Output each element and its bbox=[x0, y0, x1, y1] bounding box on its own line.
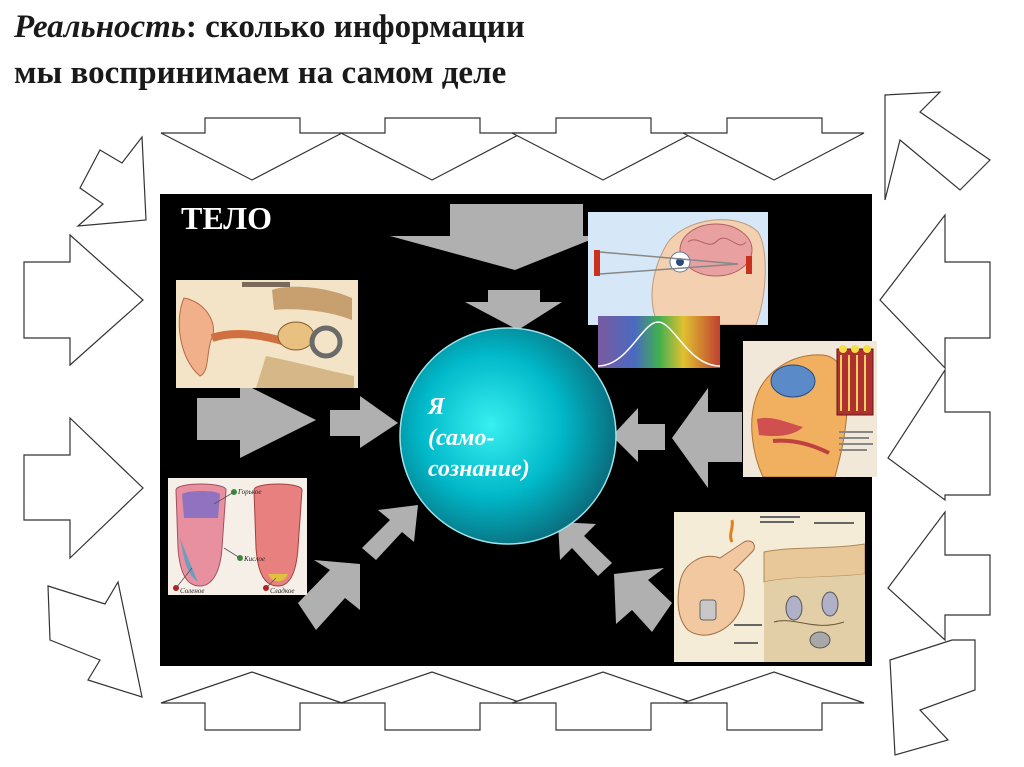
center-line-1: Я bbox=[428, 394, 445, 420]
taste-label-sweet: Сладкое bbox=[270, 587, 294, 595]
skin-touch-image bbox=[674, 512, 865, 662]
gray-arrow-diagonal bbox=[558, 522, 612, 576]
outline-arrow-diagonal bbox=[76, 135, 147, 227]
taste-label-bitter: Горькое bbox=[237, 488, 261, 496]
outline-arrow-up bbox=[340, 671, 523, 731]
outline-arrow-right bbox=[23, 416, 144, 560]
taste-label-salty: Соленое bbox=[180, 587, 204, 595]
self-sphere bbox=[399, 327, 617, 545]
outline-arrow-down bbox=[511, 117, 694, 181]
outline-arrow-up bbox=[511, 671, 694, 731]
gray-arrow-right bbox=[197, 382, 316, 458]
eye-brain-vision-image bbox=[588, 212, 768, 325]
gray-arrow-right bbox=[330, 396, 398, 448]
ear-anatomy-image bbox=[176, 280, 358, 388]
title-line-2: мы воспринимаем на самом деле bbox=[14, 55, 507, 91]
outline-arrow-down bbox=[340, 117, 523, 181]
gray-arrow-left bbox=[612, 408, 665, 462]
title-emphasis: Реальность bbox=[14, 9, 186, 45]
gray-arrow-diagonal bbox=[362, 505, 418, 560]
outline-arrow-right bbox=[23, 233, 144, 367]
center-line-3: сознание) bbox=[428, 456, 530, 482]
outline-arrow-diagonal bbox=[889, 639, 976, 756]
outline-arrow-diagonal bbox=[884, 91, 991, 201]
gray-arrow-left bbox=[672, 388, 742, 488]
outline-arrow-diagonal bbox=[47, 580, 143, 698]
center-line-2: (само- bbox=[428, 425, 495, 451]
body-label: ТЕЛО bbox=[181, 200, 272, 236]
gray-arrow-diagonal bbox=[298, 560, 360, 630]
title-rest: : сколько информации bbox=[185, 9, 525, 45]
outline-arrow-up bbox=[160, 671, 343, 731]
slide-title: Реальность: сколько информации мы воспри… bbox=[14, 4, 994, 96]
gray-arrow-big-down bbox=[390, 204, 600, 270]
smell-organ-image bbox=[743, 341, 877, 477]
outline-arrow-left bbox=[887, 367, 991, 502]
gray-arrow-diagonal bbox=[614, 568, 672, 632]
gray-arrow-small-down bbox=[465, 290, 562, 330]
self-consciousness-label: Я (само- сознание) bbox=[428, 392, 608, 485]
outline-arrow-down bbox=[160, 117, 343, 181]
outline-arrow-left bbox=[879, 213, 991, 370]
outline-arrow-up bbox=[682, 671, 865, 731]
outline-arrow-left bbox=[887, 510, 991, 642]
outline-arrow-down bbox=[682, 117, 865, 181]
light-spectrum-image bbox=[598, 316, 720, 368]
tongue-taste-image: Горькое Кислое Соленое Сладкое bbox=[168, 478, 307, 595]
taste-label-sour: Кислое bbox=[243, 555, 265, 563]
